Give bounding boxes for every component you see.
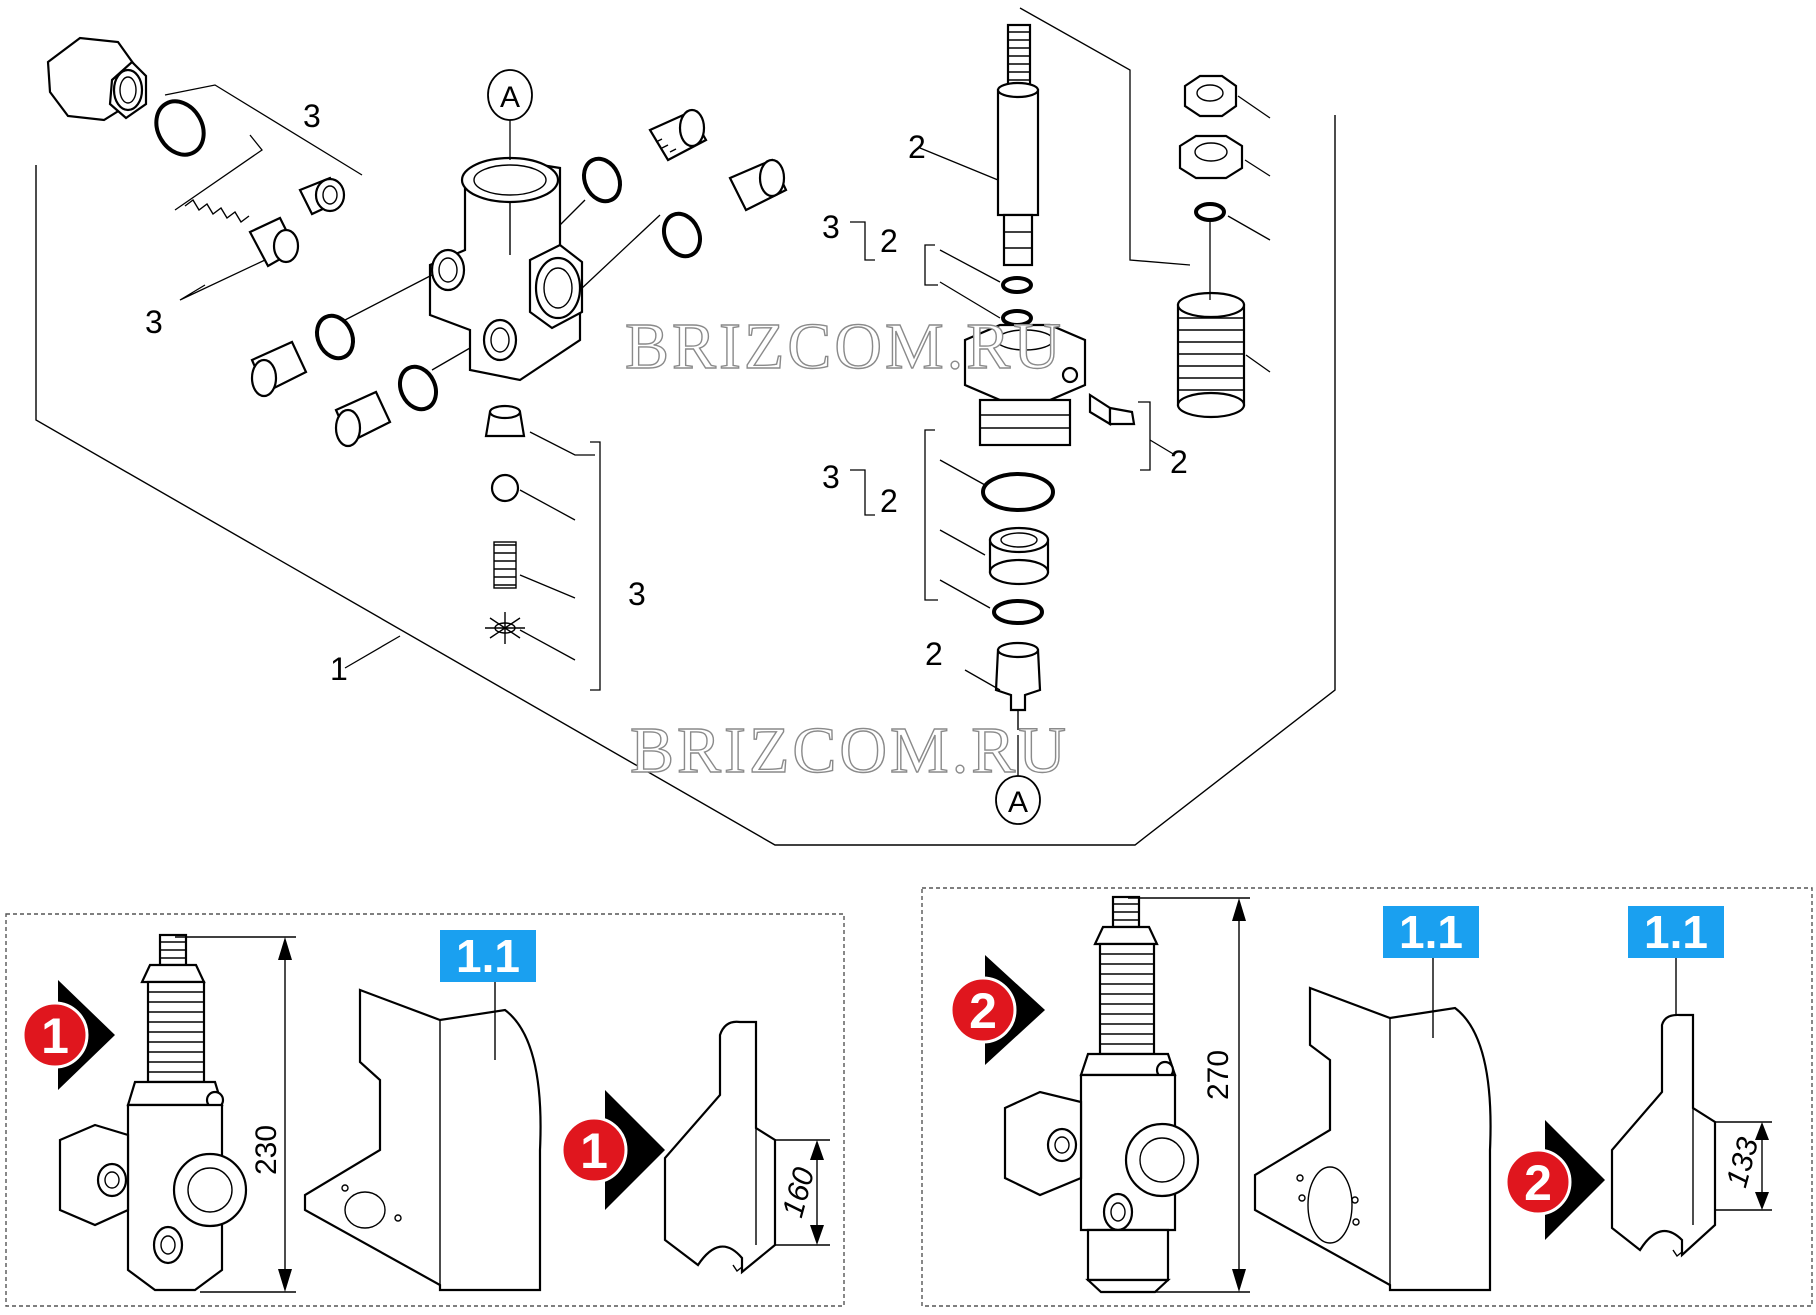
bracket-profile xyxy=(1610,958,1717,1258)
callout-3: 3 xyxy=(145,304,163,340)
reference-tag: 1.1 xyxy=(1383,906,1479,958)
reference-tag: 1.1 xyxy=(1628,906,1724,958)
washer xyxy=(1194,202,1226,222)
o-ring xyxy=(398,364,438,412)
valve-insert xyxy=(994,641,1042,730)
callout-2: 2 xyxy=(880,223,898,259)
callout-2: 2 xyxy=(880,483,898,519)
callout-3: 3 xyxy=(303,98,321,134)
threaded-plug xyxy=(648,108,708,162)
bracket-height-label: 160 xyxy=(776,1164,821,1221)
variant-1-panel: 230 1 1.1 xyxy=(5,913,845,1307)
watermark: BRIZCOM.RU xyxy=(630,714,1069,787)
o-ring xyxy=(315,313,355,361)
callout-labels: 3 3 3 1 2 3 2 2 3 2 2 xyxy=(145,98,1188,687)
bracket-dimension: 160 xyxy=(775,1139,830,1246)
valve-body xyxy=(428,156,584,382)
hex-fitting xyxy=(46,36,148,122)
variant-marker-label: 2 xyxy=(969,983,997,1039)
variant-marker-arrow-icon: 2 xyxy=(1504,1120,1605,1240)
callout-3: 3 xyxy=(822,459,840,495)
mounting-bracket-plate xyxy=(303,980,542,1292)
watermark: BRIZCOM.RU xyxy=(625,310,1064,383)
variant-marker-arrow-icon: 1 xyxy=(560,1090,665,1210)
reference-label: 1.1 xyxy=(1399,906,1463,958)
check-valve-stack xyxy=(484,404,526,644)
small-bolt xyxy=(1088,392,1136,426)
jet-insert xyxy=(298,176,346,216)
threaded-plug xyxy=(334,390,392,448)
o-ring xyxy=(662,211,702,259)
threaded-plug xyxy=(250,340,308,398)
mounting-bracket-plate xyxy=(1253,956,1492,1292)
variant-marker-label: 1 xyxy=(41,1008,69,1064)
o-ring xyxy=(981,472,1055,512)
bracket-height-label: 133 xyxy=(1720,1134,1765,1191)
hex-nut xyxy=(1178,134,1244,180)
right-stem-group: A xyxy=(850,7,1271,825)
o-ring xyxy=(154,99,206,157)
hex-nut-large xyxy=(963,323,1087,447)
variant-marker-label: 2 xyxy=(1524,1155,1552,1211)
height-dimension: 230 xyxy=(175,936,296,1293)
o-ring xyxy=(1001,276,1033,294)
variant-2-panel: 270 2 1.1 1.1 xyxy=(921,887,1813,1307)
left-valve-group: A xyxy=(46,36,788,691)
overall-height-label: 230 xyxy=(250,1125,283,1175)
callout-3: 3 xyxy=(822,209,840,245)
bracket-profile xyxy=(663,1020,777,1275)
height-dimension: 270 xyxy=(1128,897,1250,1293)
overall-height-label: 270 xyxy=(1202,1050,1235,1100)
valve-unit xyxy=(58,933,248,1292)
callout-2: 2 xyxy=(908,129,926,165)
threaded-sleeve xyxy=(1176,291,1246,419)
detail-circle-icon: A xyxy=(487,69,533,160)
detail-marker-label: A xyxy=(1008,786,1028,819)
callout-2: 2 xyxy=(1170,444,1188,480)
bushing xyxy=(988,526,1050,586)
callout-3: 3 xyxy=(628,576,646,612)
threaded-plug xyxy=(728,158,788,212)
assembly-frame xyxy=(35,115,1336,846)
bracket-dimension: 133 xyxy=(1715,1121,1772,1211)
small-spring-piston xyxy=(184,198,300,268)
o-ring xyxy=(992,599,1044,625)
reference-tag: 1.1 xyxy=(440,930,536,982)
variant-marker-label: 1 xyxy=(580,1123,608,1179)
callout-1: 1 xyxy=(330,651,348,687)
lock-nut xyxy=(1183,74,1238,118)
threaded-rod xyxy=(996,23,1040,267)
variant-marker-arrow-icon: 1 xyxy=(21,980,115,1090)
reference-label: 1.1 xyxy=(1644,906,1708,958)
detail-circle-icon: A xyxy=(995,735,1041,825)
o-ring xyxy=(582,156,622,204)
detail-marker-label: A xyxy=(500,81,520,114)
callout-2: 2 xyxy=(925,636,943,672)
variant-marker-arrow-icon: 2 xyxy=(949,955,1045,1065)
valve-unit xyxy=(1003,895,1200,1294)
reference-label: 1.1 xyxy=(456,930,520,982)
